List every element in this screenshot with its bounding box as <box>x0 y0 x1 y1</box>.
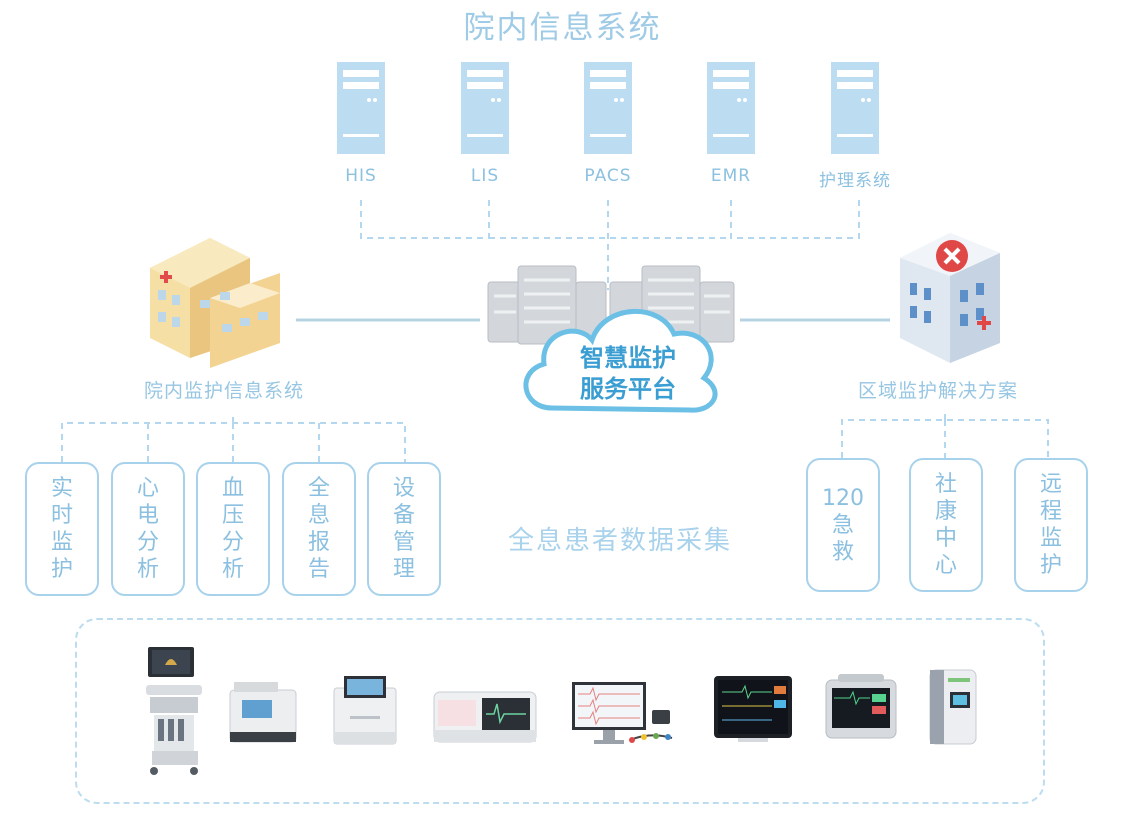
module-char: 报 <box>307 530 330 555</box>
module-realtime-monitoring[interactable]: 实 时 监 护 <box>25 462 99 596</box>
module-char: 急 <box>831 512 854 538</box>
left-node-label: 院内监护信息系统 <box>144 380 305 402</box>
ultrasound-cart-icon <box>146 647 202 775</box>
server-icon-pacs <box>584 62 632 154</box>
module-char: 理 <box>392 557 415 582</box>
module-char: 120 <box>822 485 864 511</box>
module-char: 心 <box>934 553 957 578</box>
printer-analyzer-icon <box>333 676 397 745</box>
module-char: 备 <box>392 503 415 528</box>
module-char: 监 <box>50 530 73 555</box>
module-char: 护 <box>50 557 73 582</box>
module-device-management[interactable]: 设 备 管 理 <box>367 462 441 596</box>
data-collection-label: 全息患者数据采集 <box>508 526 733 556</box>
server-icon-nursing <box>831 62 879 154</box>
server-label-nursing: 护理系统 <box>819 171 891 191</box>
module-char: 康 <box>934 499 957 524</box>
ecg-machine-icon <box>433 691 537 743</box>
module-char: 析 <box>136 557 159 582</box>
module-char: 远 <box>1039 472 1062 497</box>
server-label-lis: LIS <box>470 166 500 186</box>
module-char: 分 <box>221 530 244 555</box>
module-char: 管 <box>392 530 415 555</box>
module-ecg-analysis[interactable]: 心 电 分 析 <box>111 462 185 596</box>
device-panel <box>75 618 1045 804</box>
system-title: 院内信息系统 <box>463 10 662 46</box>
module-char: 护 <box>1039 553 1062 578</box>
server-label-emr: EMR <box>710 166 752 186</box>
server-icon-emr <box>707 62 755 154</box>
module-char: 电 <box>136 503 159 528</box>
wall-device-icon <box>929 669 977 745</box>
server-label-pacs: PACS <box>584 166 632 186</box>
module-char: 分 <box>136 530 159 555</box>
module-holographic-report[interactable]: 全 息 报 告 <box>282 462 356 596</box>
right-node-label: 区域监护解决方案 <box>858 380 1019 402</box>
module-char: 心 <box>136 476 159 501</box>
patient-monitor-icon <box>825 674 897 739</box>
module-char: 救 <box>831 539 854 565</box>
module-char: 时 <box>50 503 73 528</box>
cloud-platform-line1: 智慧监护 <box>580 344 676 372</box>
server-icon-lis <box>461 62 509 154</box>
module-char: 血 <box>221 476 244 501</box>
module-char: 监 <box>1039 526 1062 551</box>
module-char: 程 <box>1039 499 1062 524</box>
module-char: 压 <box>221 503 244 528</box>
server-label-his: HIS <box>345 166 377 186</box>
module-community-health[interactable]: 社 康 中 心 <box>909 458 983 592</box>
analyzer-icon <box>229 682 297 743</box>
server-icon-his <box>337 62 385 154</box>
module-char: 息 <box>307 503 330 528</box>
module-char: 社 <box>934 472 957 497</box>
monitor-display-icon <box>714 676 792 742</box>
module-120-emergency[interactable]: 120 急 救 <box>806 458 880 592</box>
ecg-workstation-icon <box>572 682 673 744</box>
module-char: 析 <box>221 557 244 582</box>
module-bp-analysis[interactable]: 血 压 分 析 <box>196 462 270 596</box>
module-remote-monitoring[interactable]: 远 程 监 护 <box>1014 458 1088 592</box>
module-char: 全 <box>307 476 330 501</box>
module-char: 设 <box>392 476 415 501</box>
module-char: 告 <box>307 557 330 582</box>
cloud-platform-line2: 服务平台 <box>580 375 676 403</box>
module-char: 中 <box>934 526 957 551</box>
cloud-platform-label: 智慧监护 服务平台 <box>548 343 708 405</box>
module-char: 实 <box>50 476 73 501</box>
